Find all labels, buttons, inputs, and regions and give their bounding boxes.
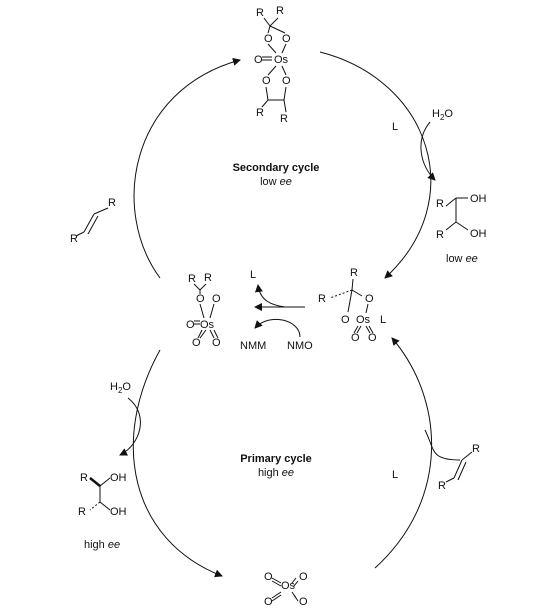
alkene-left: R R	[70, 197, 116, 245]
ligand-bottom-right: L	[392, 469, 398, 481]
arc-h2o-top	[420, 121, 436, 181]
svg-text:L: L	[380, 314, 386, 326]
svg-text:OH: OH	[470, 193, 487, 205]
ligand-center: L	[250, 269, 256, 281]
svg-text:O: O	[212, 337, 221, 349]
nmm-label: NMM	[240, 340, 266, 352]
diol-low-ee: R OH R OH low ee	[436, 193, 487, 265]
svg-text:low ee: low ee	[260, 176, 292, 188]
svg-text:R: R	[204, 272, 212, 284]
svg-text:R: R	[438, 480, 446, 492]
arc-l-release	[254, 284, 286, 308]
osmate-right: R R O O Os L O O	[318, 267, 386, 344]
svg-text:Os: Os	[274, 54, 289, 66]
arc-secondary-top-left	[133, 57, 241, 279]
ligand-top-right: L	[392, 121, 398, 133]
svg-text:R: R	[436, 198, 444, 210]
svg-text:R: R	[78, 506, 86, 518]
arc-secondary-top-right	[319, 51, 432, 279]
h2o-bottom-left: H2O	[110, 381, 131, 395]
svg-text:O: O	[262, 75, 271, 87]
svg-text:O: O	[282, 75, 291, 87]
svg-text:Os: Os	[281, 580, 296, 592]
secondary-cycle-label: Secondary cycle low ee	[233, 162, 320, 188]
svg-text:O: O	[196, 293, 205, 305]
svg-text:high ee: high ee	[84, 539, 120, 551]
osmate-left: R R O O O Os O O	[186, 272, 221, 349]
svg-text:R: R	[350, 267, 358, 279]
svg-text:R: R	[70, 233, 78, 245]
svg-text:O: O	[264, 571, 273, 583]
cycle-arrows	[119, 51, 461, 578]
svg-text:R: R	[188, 273, 196, 285]
svg-text:R: R	[280, 113, 288, 125]
primary-cycle-label: Primary cycle high ee	[240, 453, 312, 479]
svg-text:OH: OH	[110, 506, 127, 518]
svg-text:R: R	[276, 5, 284, 17]
alkene-right: R R	[438, 443, 480, 492]
svg-text:O: O	[341, 314, 350, 326]
svg-text:O: O	[254, 54, 263, 66]
svg-text:O: O	[192, 337, 201, 349]
svg-text:O: O	[282, 33, 291, 45]
svg-text:O: O	[365, 293, 374, 305]
arc-nmo-nmm	[254, 318, 301, 338]
svg-text:O: O	[299, 596, 308, 608]
svg-text:R: R	[108, 197, 116, 209]
osmium-tetroxide: O O Os O O	[264, 571, 308, 608]
svg-text:R: R	[436, 229, 444, 241]
svg-text:Os: Os	[356, 314, 371, 326]
svg-text:R: R	[472, 443, 480, 455]
svg-text:OH: OH	[110, 472, 127, 484]
svg-text:R: R	[80, 472, 88, 484]
nmo-label: NMO	[287, 340, 313, 352]
svg-text:Primary cycle: Primary cycle	[240, 453, 312, 465]
svg-text:O: O	[264, 33, 273, 45]
arc-primary-left	[132, 349, 223, 578]
svg-text:O: O	[299, 571, 308, 583]
arc-primary-right	[374, 337, 433, 569]
svg-text:O: O	[368, 332, 377, 344]
diol-high-ee: R OH R OH high ee	[78, 472, 127, 551]
svg-text:Os: Os	[200, 319, 215, 331]
h2o-top-right: H2O	[432, 108, 453, 122]
arc-h2o-bottom	[119, 397, 141, 456]
svg-text:O: O	[264, 596, 273, 608]
svg-text:O: O	[351, 332, 360, 344]
svg-text:low ee: low ee	[446, 253, 478, 265]
svg-text:Secondary cycle: Secondary cycle	[233, 162, 320, 174]
svg-text:O: O	[212, 293, 221, 305]
svg-text:H2O: H2O	[432, 108, 453, 122]
svg-text:H2O: H2O	[110, 381, 131, 395]
arc-l-bottom	[424, 429, 461, 461]
svg-text:R: R	[318, 293, 326, 305]
svg-text:R: R	[256, 7, 264, 19]
svg-text:high ee: high ee	[258, 467, 294, 479]
svg-text:R: R	[256, 107, 264, 119]
svg-text:O: O	[186, 319, 195, 331]
svg-text:OH: OH	[470, 228, 487, 240]
osmium-bisglycolate-top: R R O O O Os O O R R	[254, 5, 291, 125]
